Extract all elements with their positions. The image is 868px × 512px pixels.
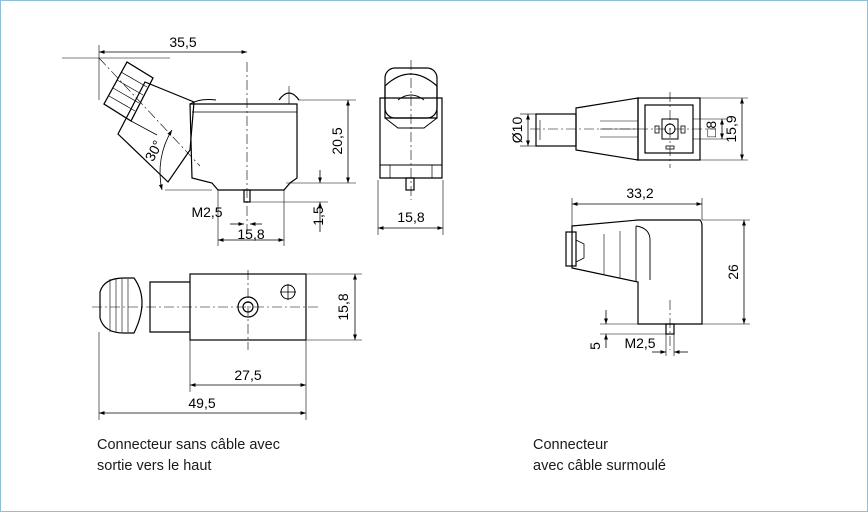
- dim-m2-5-right: M2,5: [624, 335, 655, 351]
- moulded-connector-side-dimensions: [572, 202, 746, 354]
- dim-26: 26: [725, 264, 741, 280]
- dim-49-5: 49,5: [188, 395, 215, 411]
- dim-m2-5-left: M2,5: [191, 204, 222, 220]
- caption-right: Connecteur avec câble surmoulé: [533, 435, 666, 477]
- caption-left-line2: sortie vers le haut: [97, 458, 212, 474]
- caption-left: Connecteur sans câble avec sortie vers l…: [97, 435, 280, 477]
- dim-square-8: □8: [703, 121, 719, 137]
- dim-1-5: 1,5: [310, 206, 326, 226]
- dim-5: 5: [587, 342, 603, 350]
- dim-15-8-side: 15,8: [237, 226, 264, 242]
- dim-15-9: 15,9: [723, 115, 739, 142]
- caption-right-line1: Connecteur: [533, 437, 608, 453]
- front-view: [377, 60, 444, 235]
- dim-15-8-front: 15,8: [397, 209, 424, 225]
- dim-33-2: 33,2: [626, 185, 653, 201]
- moulded-connector-side-view: [565, 198, 750, 356]
- dim-35-5: 35,5: [169, 34, 196, 50]
- top-view: [92, 270, 362, 420]
- dim-20-5: 20,5: [329, 127, 345, 154]
- caption-left-line1: Connecteur sans câble avec: [97, 437, 280, 453]
- side-view: [62, 45, 356, 246]
- top-view-dimensions: [99, 274, 357, 415]
- side-view-dimensions: [99, 50, 350, 242]
- dim-diameter-10: Ø10: [509, 117, 525, 144]
- dim-27-5: 27,5: [234, 367, 261, 383]
- dim-15-8-top: 15,8: [335, 293, 351, 320]
- moulded-connector-top-dimensions: [526, 98, 744, 160]
- moulded-connector-top-view: [520, 92, 748, 168]
- caption-right-line2: avec câble surmoulé: [533, 458, 666, 474]
